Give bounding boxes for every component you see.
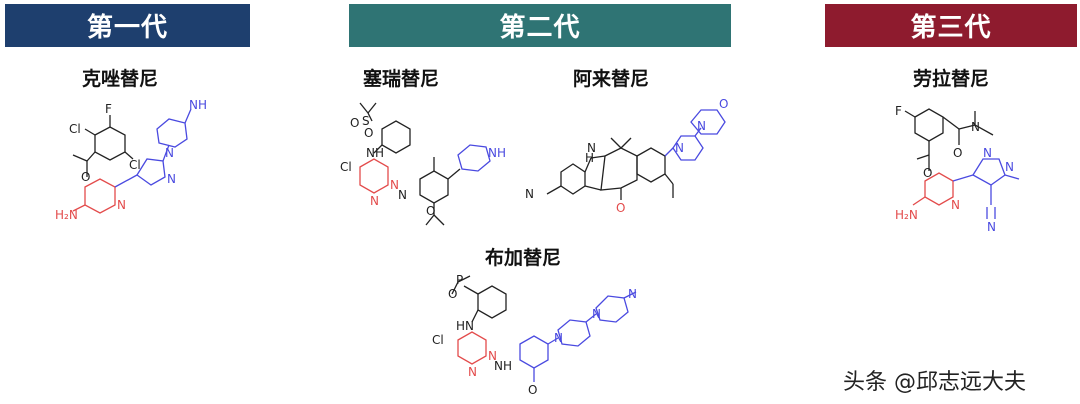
atom-label: NH <box>366 146 384 160</box>
atom-label: P <box>456 273 463 287</box>
atom-label: N <box>370 194 379 208</box>
watermark: 头条 @邱志远大夫 <box>843 370 1026 395</box>
atom-label: Cl <box>129 158 141 172</box>
atom-label: F <box>105 102 112 116</box>
atom-label: N <box>675 141 684 155</box>
atom-label: N <box>628 287 637 301</box>
atom-label: Cl <box>69 122 81 136</box>
atom-label: H <box>585 151 594 165</box>
atom-label: HN <box>456 319 474 333</box>
atom-label: N <box>1005 160 1014 174</box>
atom-label: O <box>350 116 359 130</box>
atom-label: N <box>398 188 407 202</box>
atom-label: Cl <box>340 160 352 174</box>
alectinib-structure: N H N O N N O <box>525 97 728 215</box>
drug-name-crizotinib: 克唑替尼 <box>82 68 159 90</box>
drug-name-lorlatinib: 劳拉替尼 <box>913 68 990 90</box>
atom-label: N <box>587 141 596 155</box>
atom-label: O <box>953 146 962 160</box>
ceritinib-structure: S O O NH Cl N N N O NH <box>340 102 506 226</box>
atom-label: N <box>987 220 996 234</box>
crizotinib-structure: F Cl Cl O H₂N N N N NH <box>55 98 207 222</box>
atom-label: O <box>528 383 537 397</box>
atom-label: O <box>719 97 728 111</box>
atom-label: N <box>951 198 960 212</box>
generation-2-header: 第二代 <box>349 4 731 47</box>
atom-label: N <box>525 187 534 201</box>
drug-name-ceritinib: 塞瑞替尼 <box>363 68 440 90</box>
atom-label: O <box>923 166 932 180</box>
atom-label: N <box>554 331 563 345</box>
atom-label: NH <box>494 359 512 373</box>
atom-label: H₂N <box>55 208 78 222</box>
atom-label: N <box>697 119 706 133</box>
atom-label: N <box>488 349 497 363</box>
atom-label: N <box>167 172 176 186</box>
generation-3-header: 第三代 <box>825 4 1077 47</box>
drug-name-brigatinib: 布加替尼 <box>485 247 562 269</box>
atom-label: N <box>592 307 601 321</box>
atom-label: S <box>362 114 370 128</box>
atom-label: N <box>117 198 126 212</box>
brigatinib-structure: P O HN Cl N N NH O N N N <box>432 273 637 397</box>
atom-label: N <box>971 120 980 134</box>
atom-label: N <box>983 146 992 160</box>
atom-label: N <box>468 365 477 379</box>
atom-label: N <box>390 178 399 192</box>
atom-label: H₂N <box>895 208 918 222</box>
atom-label: N <box>165 146 174 160</box>
lorlatinib-structure: F O N O H₂N N N N N <box>895 104 1020 234</box>
atom-label: O <box>81 170 90 184</box>
atom-label: O <box>426 204 435 218</box>
atom-label: O <box>364 126 373 140</box>
drug-name-alectinib: 阿来替尼 <box>573 68 650 90</box>
atom-label: Cl <box>432 333 444 347</box>
atom-label: NH <box>189 98 207 112</box>
atom-label: O <box>448 287 457 301</box>
atom-label: O <box>616 201 625 215</box>
generation-1-header: 第一代 <box>5 4 250 47</box>
atom-label: F <box>895 104 902 118</box>
atom-label: NH <box>488 146 506 160</box>
